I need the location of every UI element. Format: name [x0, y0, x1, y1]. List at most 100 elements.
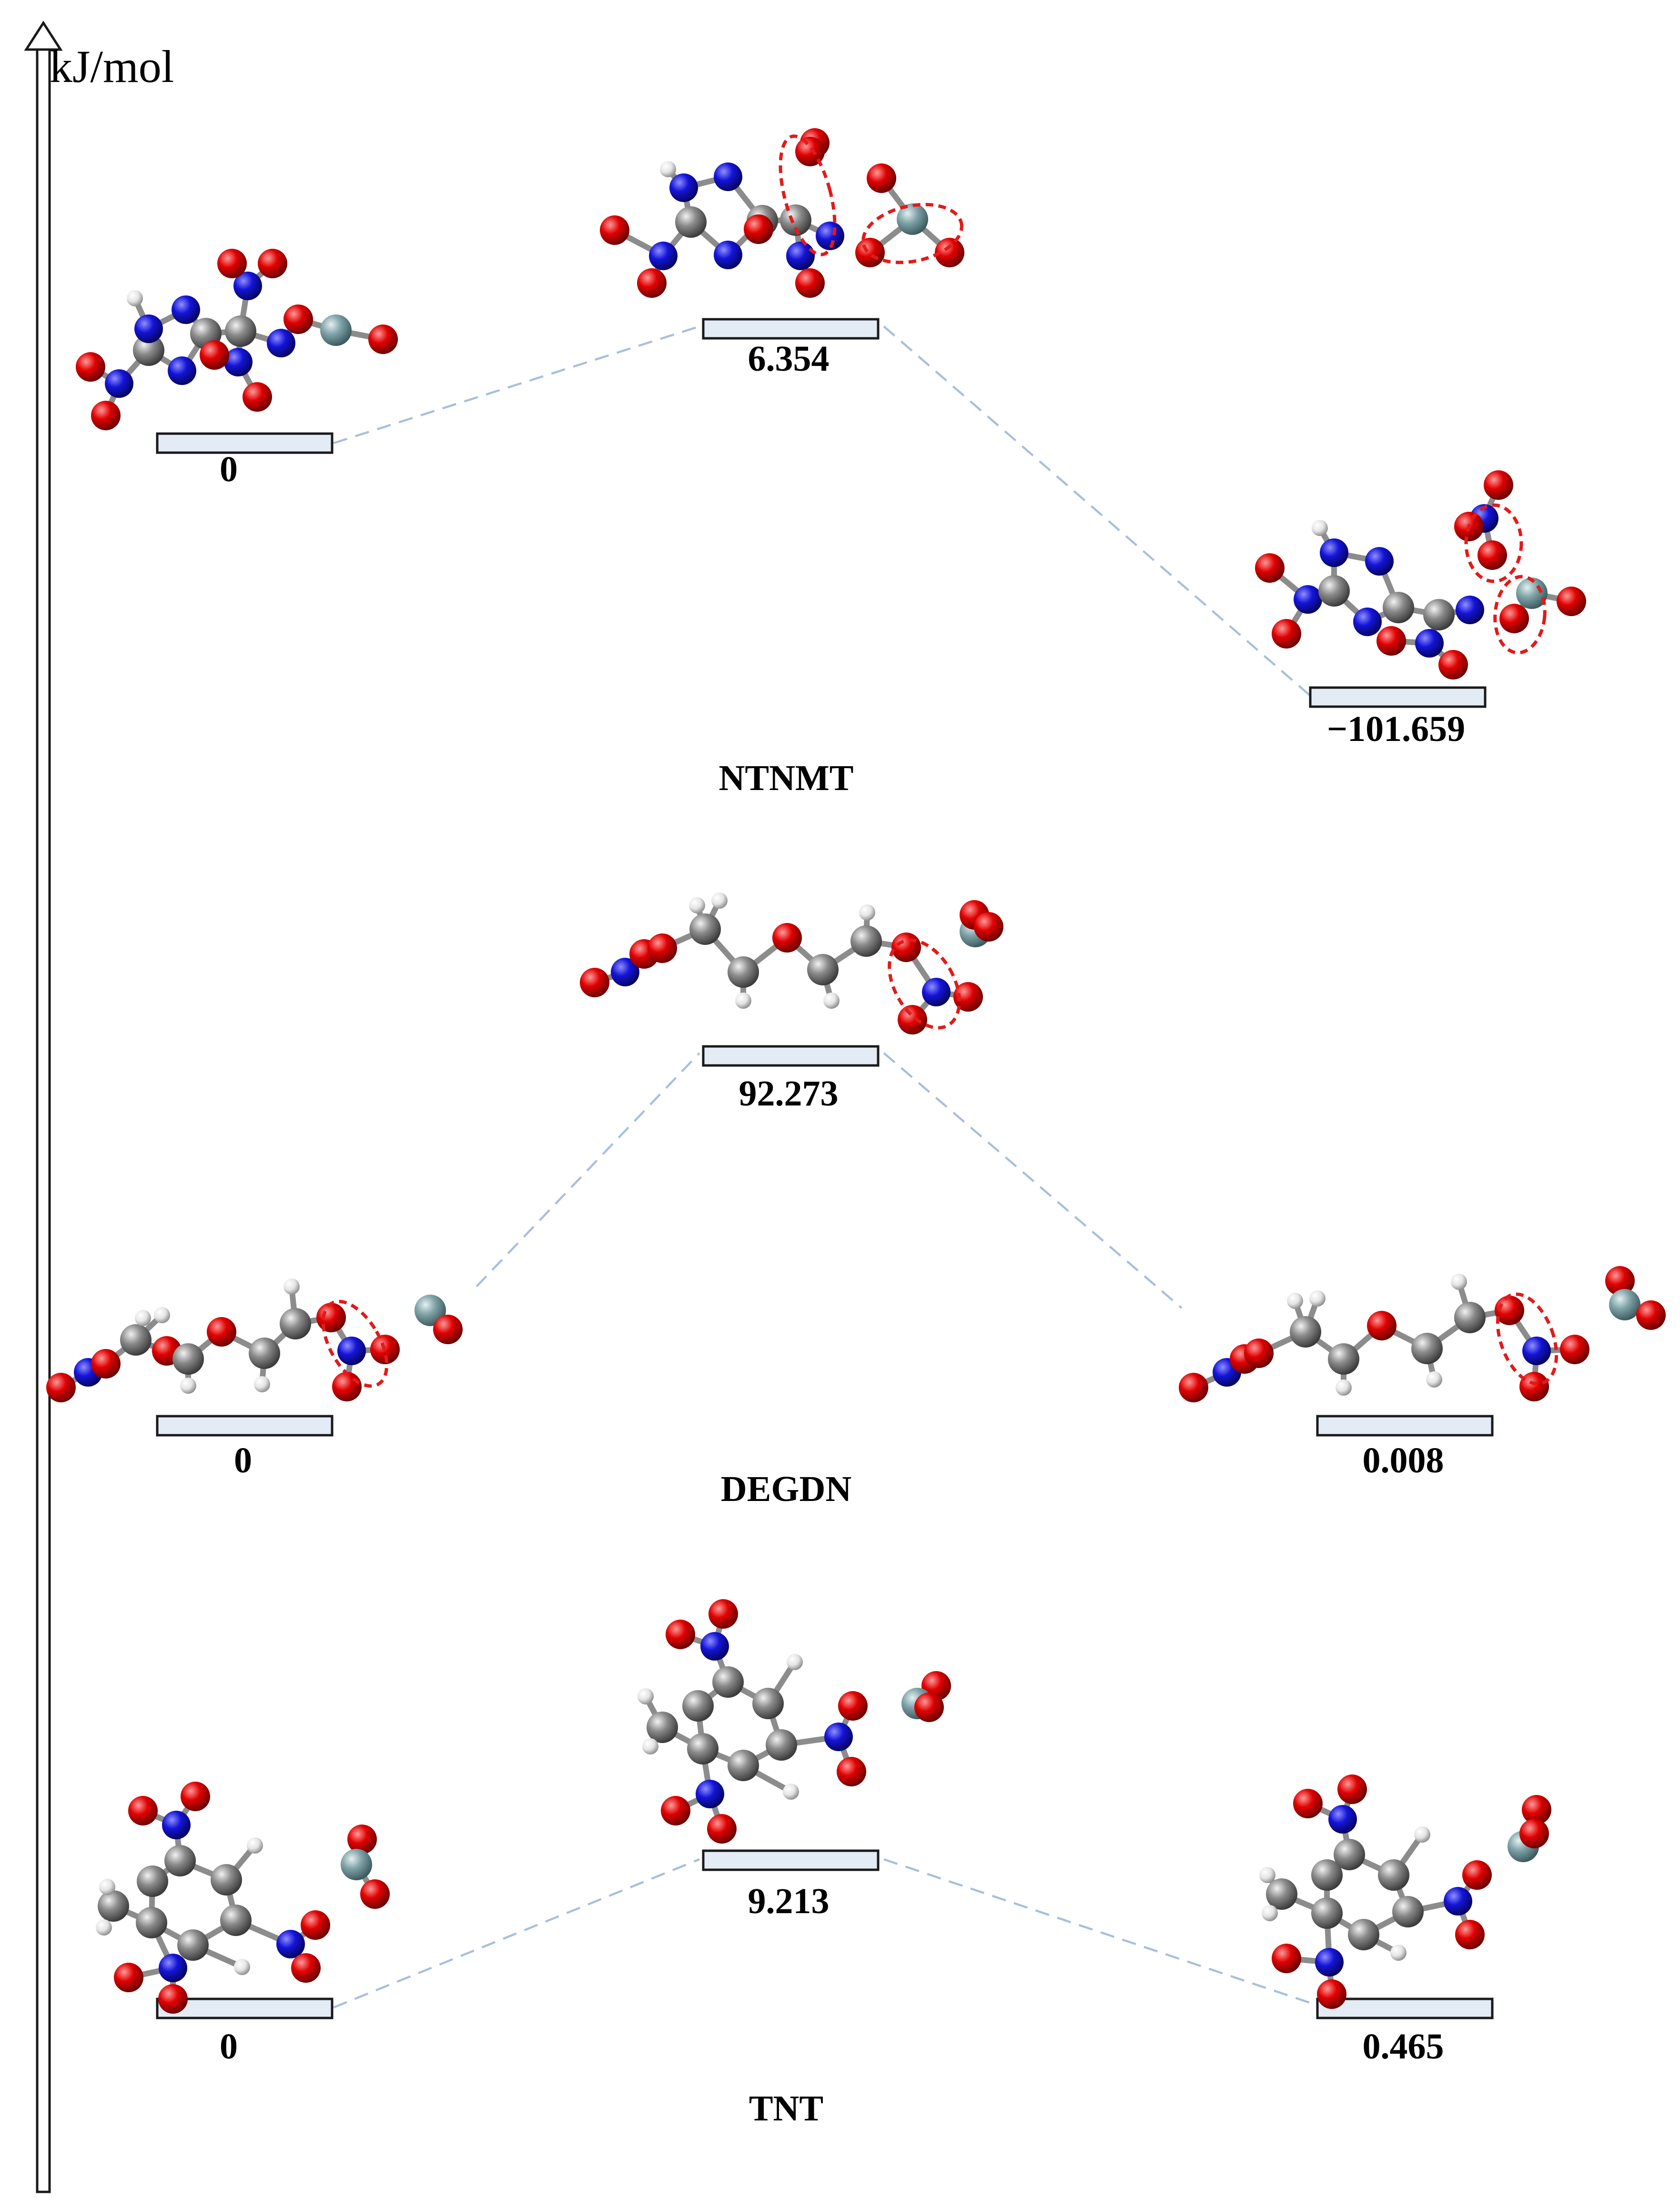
panel-title-ntnmt: NTNMT	[719, 758, 854, 798]
oxygen-atom	[935, 238, 964, 267]
hydrogen-atom	[787, 1654, 803, 1670]
hydrogen-atom	[234, 1959, 250, 1975]
tnt-reactant-molecule	[96, 1782, 390, 2014]
carbon-atom	[780, 204, 811, 236]
oxygen-atom	[795, 137, 825, 166]
silicon-atom	[320, 314, 352, 346]
carbon-atom	[689, 913, 721, 945]
ntnmt-transition-state-molecule	[600, 128, 964, 298]
oxygen-atom	[1367, 1311, 1397, 1340]
energy-value-label-ntnmt-3: −101.659	[1327, 709, 1465, 749]
oxygen-atom	[1255, 553, 1285, 583]
nitrogen-atom	[224, 348, 253, 376]
nitrogen-atom	[267, 329, 295, 357]
oxygen-atom	[1557, 587, 1586, 616]
level-connector-line	[883, 325, 1311, 697]
hydrogen-atom	[127, 290, 143, 306]
oxygen-atom	[1519, 1372, 1549, 1401]
carbon-atom	[225, 315, 256, 347]
oxygen-atom	[1455, 1920, 1485, 1949]
hydrogen-atom	[660, 161, 676, 177]
oxygen-atom	[301, 1910, 330, 1940]
hydrogen-atom	[689, 897, 705, 913]
carbon-atom	[220, 1905, 252, 1936]
hydrogen-atom	[1259, 1867, 1275, 1883]
nitrogen-atom	[1353, 608, 1382, 636]
nitrogen-atom	[1365, 547, 1394, 576]
hydrogen-atom	[1287, 1293, 1303, 1309]
axis-unit-label: kJ/mol	[50, 41, 174, 92]
energy-axis	[24, 20, 63, 2193]
carbon-atom	[1328, 1343, 1359, 1375]
tnt-transition-state-molecule	[638, 1599, 951, 1844]
oxygen-atom	[914, 1693, 944, 1722]
level-connector-line	[883, 1052, 1183, 1309]
carbon-atom	[249, 1338, 280, 1369]
oxygen-atom	[1337, 1774, 1367, 1804]
hydrogen-atom	[254, 1376, 270, 1392]
oxygen-atom	[1605, 1266, 1635, 1296]
level-connector-line	[476, 1052, 700, 1288]
energy-level-bar-ntnmt-3	[1309, 686, 1487, 708]
energy-value-label-degdn-3: 0.008	[1363, 1440, 1444, 1480]
carbon-atom	[647, 1712, 678, 1743]
carbon-atom	[1392, 1896, 1424, 1927]
nitrogen-atom	[700, 1632, 729, 1661]
oxygen-atom	[1317, 1979, 1346, 2009]
oxygen-atom	[1499, 604, 1529, 633]
oxygen-atom	[347, 1825, 377, 1854]
nitrogen-atom	[696, 1780, 724, 1808]
carbon-atom	[1334, 1839, 1365, 1870]
oxygen-atom	[1519, 1819, 1549, 1848]
level-connector-line	[333, 1858, 700, 2009]
oxygen-atom	[1293, 1789, 1323, 1818]
bond-highlights	[321, 134, 1559, 1388]
oxygen-atom	[128, 1796, 158, 1825]
oxygen-atom	[258, 249, 287, 278]
oxygen-atom	[837, 1757, 866, 1786]
energy-value-label-degdn-1: 0	[234, 1440, 252, 1480]
highlight-ellipse	[1493, 575, 1547, 655]
carbon-atom	[1383, 592, 1414, 623]
oxygen-atom	[600, 215, 629, 245]
ntnmt-product-molecule	[1255, 470, 1586, 679]
oxygen-atom	[795, 268, 825, 298]
oxygen-atom	[953, 982, 983, 1012]
oxygen-atom	[648, 933, 677, 963]
oxygen-atom	[243, 382, 272, 412]
silicon-atom	[897, 203, 928, 235]
nitrogen-atom	[233, 272, 262, 300]
hydrogen-atom	[1312, 520, 1328, 536]
hydrogen-atom	[154, 1307, 170, 1323]
silicon-atom	[341, 1849, 372, 1880]
oxygen-atom	[217, 249, 247, 278]
degdn-reactant-molecule	[46, 1278, 463, 1402]
hydrogen-atom	[1336, 1379, 1352, 1396]
hydrogen-atom	[823, 993, 840, 1009]
carbon-atom	[280, 1308, 311, 1339]
nitrogen-atom	[922, 978, 951, 1006]
oxygen-atom	[666, 1620, 695, 1649]
carbon-atom	[164, 1845, 196, 1876]
energy-level-bar-ntnmt-2	[702, 318, 880, 340]
carbon-atom	[728, 956, 759, 988]
highlight-ellipse	[779, 134, 837, 256]
silicon-atom	[1609, 1289, 1640, 1320]
oxygen-atom	[368, 324, 398, 354]
carbon-atom	[766, 1729, 797, 1761]
hydrogen-atom	[1390, 1945, 1407, 1961]
carbon-atom	[675, 206, 707, 238]
energy-value-label-tnt-1: 0	[220, 2027, 238, 2067]
hydrogen-atom	[1309, 1290, 1326, 1307]
oxygen-atom	[1272, 619, 1301, 649]
oxygen-atom	[207, 1317, 236, 1347]
carbon-atom	[120, 1324, 152, 1356]
energy-value-label-ntnmt-1: 0	[220, 449, 238, 489]
oxygen-atom	[974, 912, 1003, 942]
nitrogen-atom	[1415, 629, 1444, 658]
oxygen-atom	[1179, 1373, 1208, 1402]
hydrogen-atom	[1414, 1826, 1430, 1843]
carbon-atom	[1423, 599, 1455, 630]
hydrogen-atom	[247, 1837, 263, 1854]
